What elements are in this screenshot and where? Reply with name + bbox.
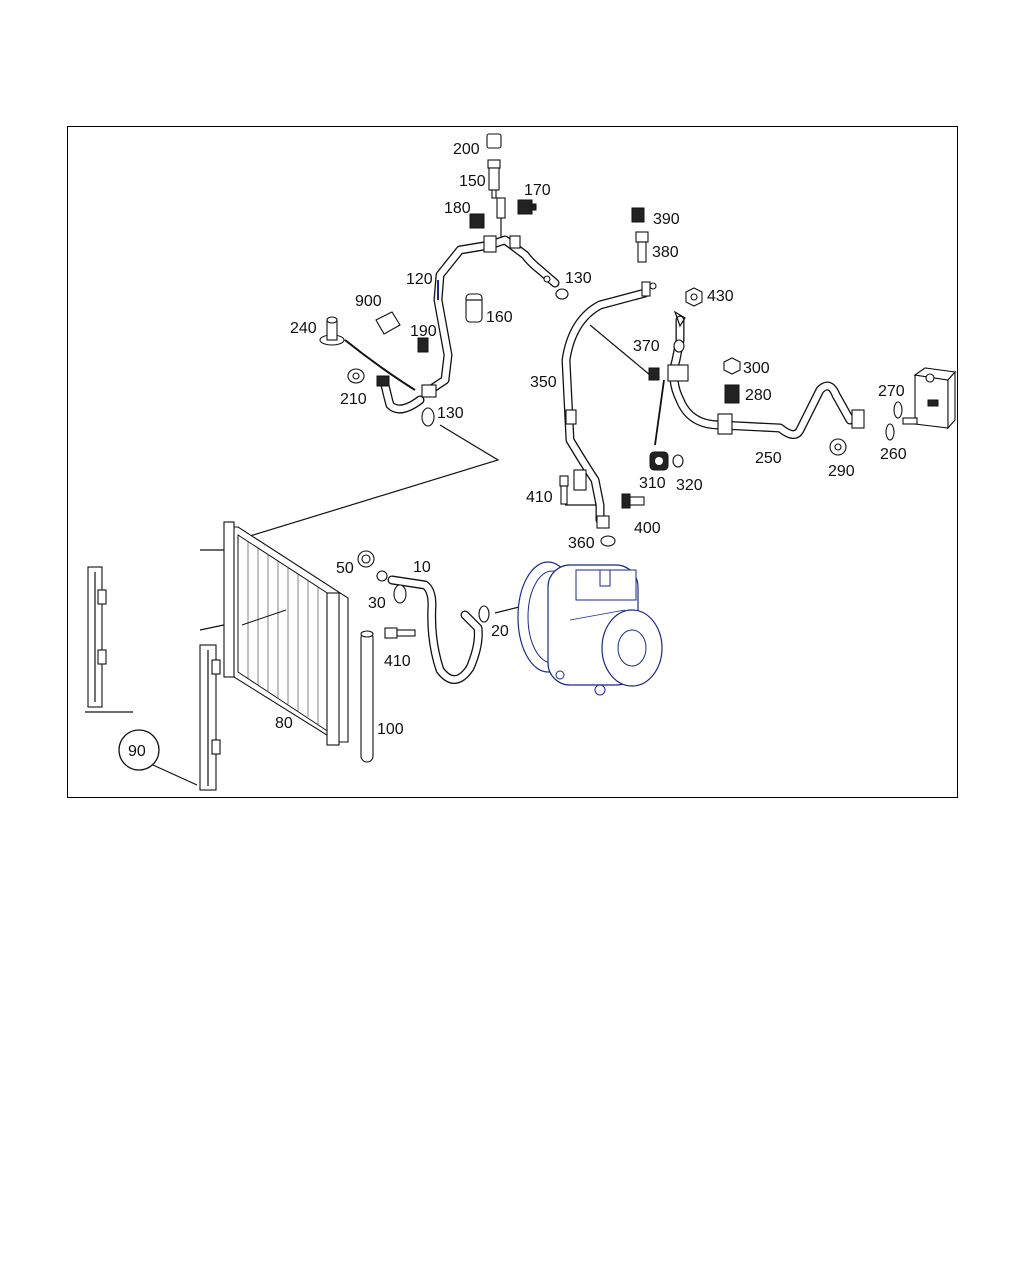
- label-100: 100: [377, 721, 404, 738]
- label-30: 30: [368, 595, 386, 612]
- sensor-390: [631, 207, 645, 223]
- cap-200: [486, 133, 502, 149]
- side-bracket-90: [87, 566, 221, 791]
- nut-300: [723, 357, 741, 375]
- label-170: 170: [524, 182, 551, 199]
- label-900: 900: [355, 293, 382, 310]
- condenser-80: [223, 521, 349, 746]
- label-280: 280: [745, 387, 772, 404]
- expansion-valve-270: [902, 367, 957, 430]
- oring-30: [393, 584, 407, 604]
- label-360: 360: [568, 535, 595, 552]
- label-270: 270: [878, 383, 905, 400]
- oring-130-right: [555, 288, 569, 300]
- diagram-frame: [67, 126, 958, 798]
- label-260: 260: [880, 446, 907, 463]
- label-90: 90: [128, 743, 146, 760]
- label-20: 20: [491, 623, 509, 640]
- oring-370: [673, 339, 685, 353]
- label-410-upper: 410: [526, 489, 553, 506]
- label-290: 290: [828, 463, 855, 480]
- sensor-380: [635, 231, 649, 263]
- label-370: 370: [633, 338, 660, 355]
- grommet-290: [829, 438, 847, 456]
- part-labels: 200 150 170 180 120 130 900 160 240 190 …: [128, 141, 907, 760]
- oring-20: [478, 605, 490, 623]
- nut-430: [685, 287, 703, 307]
- valve-190: [417, 337, 429, 353]
- oring-270-seal: [893, 401, 903, 419]
- line-250: [654, 315, 865, 446]
- label-350: 350: [530, 374, 557, 391]
- sleeve-160: [465, 293, 483, 323]
- oring-360: [600, 535, 616, 547]
- bolt-410-upper: [559, 475, 569, 505]
- sensor-150: [487, 159, 501, 199]
- label-300: 300: [743, 360, 770, 377]
- hose-connector-370: [673, 310, 686, 328]
- label-410-lower: 410: [384, 653, 411, 670]
- bracket-370: [648, 367, 660, 381]
- hose-350: [561, 281, 657, 529]
- label-130-left: 130: [437, 405, 464, 422]
- line-120: [421, 235, 560, 398]
- oring-130-left: [421, 407, 435, 427]
- label-130-right: 130: [565, 270, 592, 287]
- label-240: 240: [290, 320, 317, 337]
- label-80: 80: [275, 715, 293, 732]
- label-160: 160: [486, 309, 513, 326]
- plug-240: [319, 316, 345, 346]
- label-390: 390: [653, 211, 680, 228]
- label-210: 210: [340, 391, 367, 408]
- drier-100: [360, 630, 374, 763]
- label-250: 250: [755, 450, 782, 467]
- label-180: 180: [444, 200, 471, 217]
- cable-900: [344, 311, 416, 391]
- label-200: 200: [453, 141, 480, 158]
- hose-10: [376, 570, 483, 684]
- compressor: [517, 561, 663, 696]
- cap-210: [347, 368, 365, 384]
- washer-50: [357, 550, 375, 568]
- label-430: 430: [707, 288, 734, 305]
- clip-280: [724, 384, 740, 404]
- clip-170: [517, 199, 537, 215]
- oring-320: [672, 454, 684, 468]
- label-10: 10: [413, 559, 431, 576]
- grommet-310: [649, 451, 669, 471]
- callout-circle-90: [118, 729, 160, 771]
- label-50: 50: [336, 560, 354, 577]
- label-320: 320: [676, 477, 703, 494]
- label-120: 120: [406, 271, 433, 288]
- label-310: 310: [639, 475, 666, 492]
- label-190: 190: [410, 323, 437, 340]
- bolt-400: [621, 493, 645, 509]
- label-150: 150: [459, 173, 486, 190]
- valve-connector: [496, 197, 506, 238]
- clip-180: [469, 213, 485, 229]
- label-380: 380: [652, 244, 679, 261]
- label-400: 400: [634, 520, 661, 537]
- bolt-410-lower: [384, 627, 416, 639]
- line-210: [376, 375, 425, 414]
- oring-260: [885, 423, 895, 441]
